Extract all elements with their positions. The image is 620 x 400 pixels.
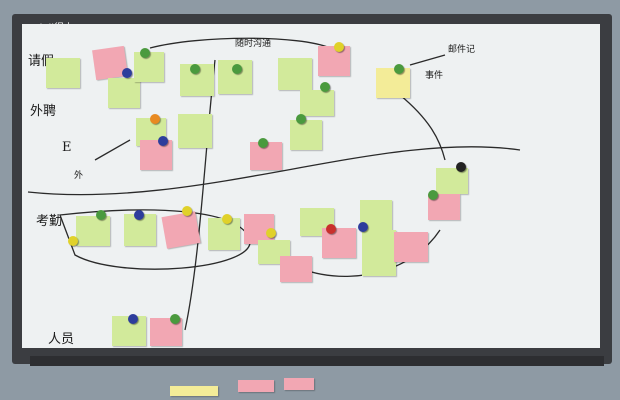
sticky-note	[278, 58, 312, 90]
label-waipin: 外聘	[30, 104, 57, 119]
marker-tray	[30, 356, 604, 366]
sticky-note	[238, 380, 274, 392]
sticky-note	[46, 58, 80, 88]
magnet-orange	[150, 114, 160, 124]
magnet-green	[96, 210, 106, 220]
sticky-note	[280, 256, 312, 282]
label-wai: 外	[74, 171, 84, 181]
magnet-yellow	[266, 228, 276, 238]
sticky-note	[108, 78, 140, 108]
sticky-note	[284, 378, 314, 390]
magnet-green	[232, 64, 242, 74]
label-top-center: 随时沟通	[235, 39, 272, 49]
sticky-note	[178, 114, 212, 148]
magnet-yellow	[68, 236, 78, 246]
label-top-right: 邮件记	[448, 45, 476, 55]
magnet-blue	[122, 68, 132, 78]
magnet-green	[320, 82, 330, 92]
sticky-note	[161, 211, 201, 249]
label-kaoqin: 考勤	[36, 214, 63, 229]
magnet-green	[170, 314, 180, 324]
magnet-green	[140, 48, 150, 58]
sticky-note	[394, 232, 428, 262]
magnet-green	[394, 64, 404, 74]
sticky-note	[436, 168, 468, 194]
sticky-note	[170, 386, 218, 396]
label-renyuan: 人员	[48, 332, 75, 347]
sticky-note	[290, 120, 322, 150]
magnet-yellow	[334, 42, 344, 52]
sticky-note	[140, 140, 172, 170]
sticky-note	[376, 68, 410, 98]
sticky-note	[300, 90, 334, 116]
magnet-green	[258, 138, 268, 148]
sticky-note	[134, 52, 164, 82]
sticky-note	[76, 216, 110, 246]
magnet-yellow	[222, 214, 232, 224]
label-top-right-2: 事件	[425, 71, 444, 81]
magnet-yellow	[182, 206, 192, 216]
magnet-blue	[134, 210, 144, 220]
sticky-note	[318, 46, 350, 76]
magnet-blue	[128, 314, 138, 324]
magnet-green	[296, 114, 306, 124]
magnet-green	[428, 190, 438, 200]
sticky-note	[362, 230, 396, 276]
magnet-blue	[158, 136, 168, 146]
magnet-blue	[358, 222, 368, 232]
label-e: E	[62, 140, 72, 155]
magnet-red	[326, 224, 336, 234]
magnet-black	[456, 162, 466, 172]
magnet-green	[190, 64, 200, 74]
